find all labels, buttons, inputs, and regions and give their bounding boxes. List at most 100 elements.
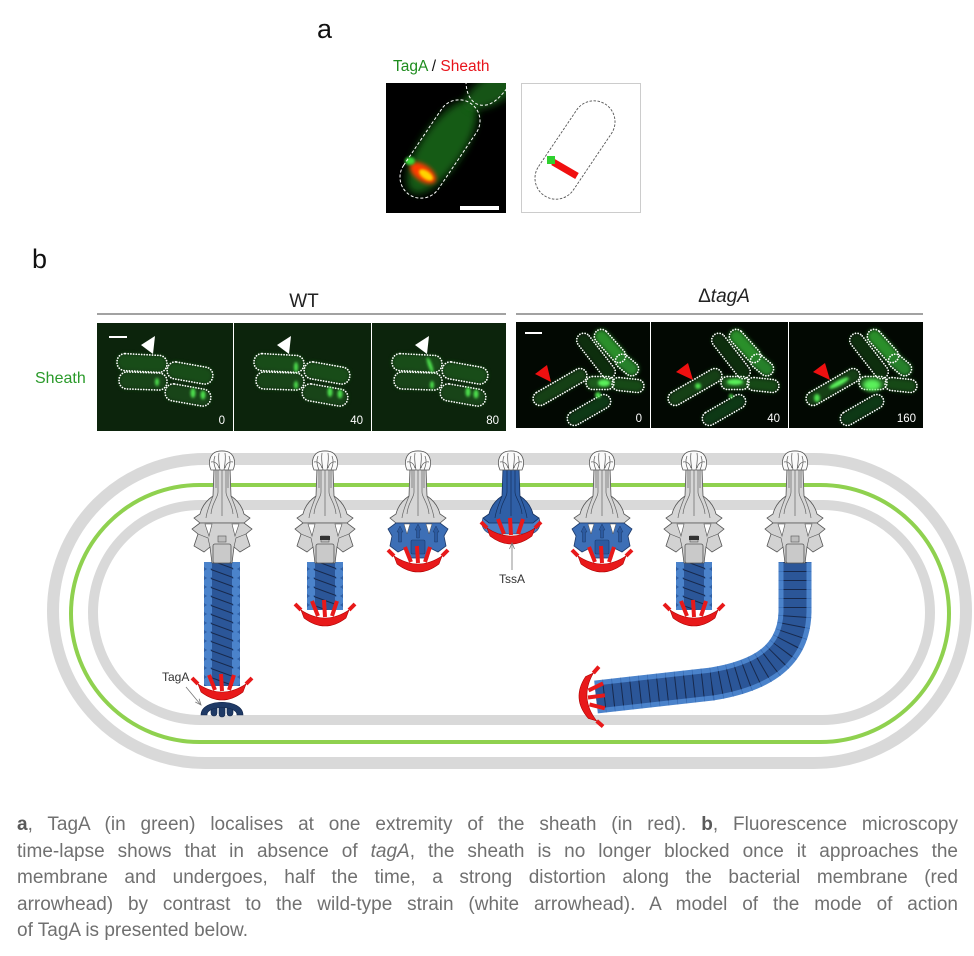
white-arrowhead [277, 336, 291, 354]
membrane-complex [766, 467, 824, 524]
caption-text: membrane and undergoes, half the time, a… [17, 867, 958, 888]
tssA-cap [662, 598, 726, 628]
distorted-sheath-streak [829, 377, 849, 389]
sheath-spot [155, 378, 159, 386]
tagA-label: TagA [162, 670, 189, 684]
figure-caption: a, TagA (in green) localises at one extr… [17, 812, 958, 945]
baseplate-gray [764, 522, 826, 564]
sheath-spot [465, 387, 471, 397]
sheath-spot [814, 394, 820, 402]
t6ss-machine-6 [662, 450, 726, 628]
membrane-complex-cap [497, 450, 525, 471]
caption-text: of TagA is presented below. [17, 920, 248, 941]
membrane-complex-cap [680, 450, 708, 471]
caption-line: of TagA is presented below. [17, 918, 958, 945]
tssA-label: TssA [499, 572, 525, 586]
figure: a TagA / Sheath b WT ΔtagA Sheath [32, 14, 972, 769]
tssA-cap [190, 672, 254, 702]
sheath-signal-overlap-yellow [419, 169, 433, 181]
sheath-spot [327, 387, 333, 397]
sheath-spot [863, 379, 881, 391]
panel-a-title-sheath: Sheath [440, 58, 489, 75]
panel-a-micrograph [386, 83, 506, 213]
caption-text: arrowhead) by contrast to the wild-type … [17, 893, 958, 915]
tssA-cap [293, 598, 357, 628]
t6ss-machine-1 [190, 450, 254, 702]
baseplate-core [320, 536, 330, 540]
timepoint-label: 160 [897, 413, 916, 425]
panel-a-title-separator: / [427, 58, 440, 75]
tagA-label-arrowhead [195, 698, 202, 706]
caption-line: time-lapse shows that in absence of tagA… [17, 839, 958, 866]
panel-a-title-tagA: TagA [393, 58, 429, 75]
sheath-spot [598, 379, 610, 387]
sheath-spot [294, 362, 298, 372]
tagA-protein [200, 701, 244, 718]
caption-panel-b-ref: b [701, 814, 713, 835]
red-arrowhead [813, 363, 830, 380]
mutant-frame-2: 40 [651, 322, 788, 428]
mutant-frame-1: 0 [516, 322, 650, 428]
sheath-spot [294, 381, 298, 389]
wt-frame-1: 0 [97, 323, 233, 431]
strain-header-wt: WT [289, 291, 319, 312]
membrane-complex [193, 467, 251, 524]
sheath-spot [337, 389, 343, 399]
panel-a-title: TagA / Sheath [393, 58, 490, 75]
scale-bar [460, 206, 499, 210]
membrane-complex-cap [311, 450, 339, 471]
sheath-spot [473, 389, 479, 399]
membrane-complex [296, 467, 354, 524]
panel-a-schematic [521, 83, 641, 213]
caption-text: , the sheath is no longer blocked once i… [409, 840, 958, 862]
gene-name: tagA [711, 286, 750, 307]
caption-line: membrane and undergoes, half the time, a… [17, 865, 958, 892]
strain-header-tagA-mutant: ΔtagA [698, 286, 750, 307]
caption-panel-a-ref: a [17, 814, 28, 835]
membrane-complex-cap [208, 450, 236, 471]
schematic-frame [521, 83, 641, 213]
baseplate-gray [191, 522, 253, 564]
schematic-sheath [551, 158, 579, 180]
panel-b-label: b [32, 244, 47, 274]
wt-frame-3: 80 [372, 323, 506, 431]
membrane-complex [665, 467, 723, 524]
mutant-frame-3: 160 [789, 322, 923, 428]
caption-text: time-lapse shows that in absence of [17, 840, 371, 862]
sheath [204, 562, 240, 686]
caption-line: arrowhead) by contrast to the wild-type … [17, 892, 958, 919]
caption-text: , Fluorescence microscopy [712, 814, 958, 835]
red-arrowhead [535, 365, 551, 382]
panel-a-label: a [317, 14, 333, 44]
white-arrowhead [141, 336, 155, 354]
sheath-spot [695, 383, 701, 389]
tagA-label-pointer [185, 686, 201, 705]
sheath-spot [595, 392, 601, 398]
sheath-spot [729, 394, 733, 398]
schematic-tagA [547, 156, 555, 164]
caption-gene-name: tagA [370, 840, 410, 862]
sheath-spot [430, 381, 434, 389]
membrane-complex [389, 467, 447, 524]
t6ss-machine-3 [386, 450, 450, 574]
wt-frame-2: 40 [234, 323, 371, 431]
model-schematic: TagA TssA [47, 450, 972, 769]
sheath-spot [190, 388, 196, 398]
t6ss-machine-2 [293, 450, 357, 628]
baseplate-gray [663, 522, 725, 564]
cell-outline [399, 99, 481, 199]
membrane-complex-cap [588, 450, 616, 471]
delta-symbol: Δ [698, 286, 711, 307]
sheath-streak [727, 379, 743, 385]
t6ss-machine-5 [570, 450, 634, 574]
row-label-sheath: Sheath [35, 370, 86, 387]
schematic-cell-outline [534, 100, 616, 200]
membrane-complex-cap [404, 450, 432, 471]
baseplate-gray [294, 522, 356, 564]
baseplate-core [689, 536, 699, 540]
white-arrowhead [415, 336, 429, 354]
membrane-complex-cap [781, 450, 809, 471]
timepoint-label: 40 [767, 413, 780, 425]
timepoint-label: 0 [636, 413, 642, 425]
sheath-streak [426, 357, 434, 373]
